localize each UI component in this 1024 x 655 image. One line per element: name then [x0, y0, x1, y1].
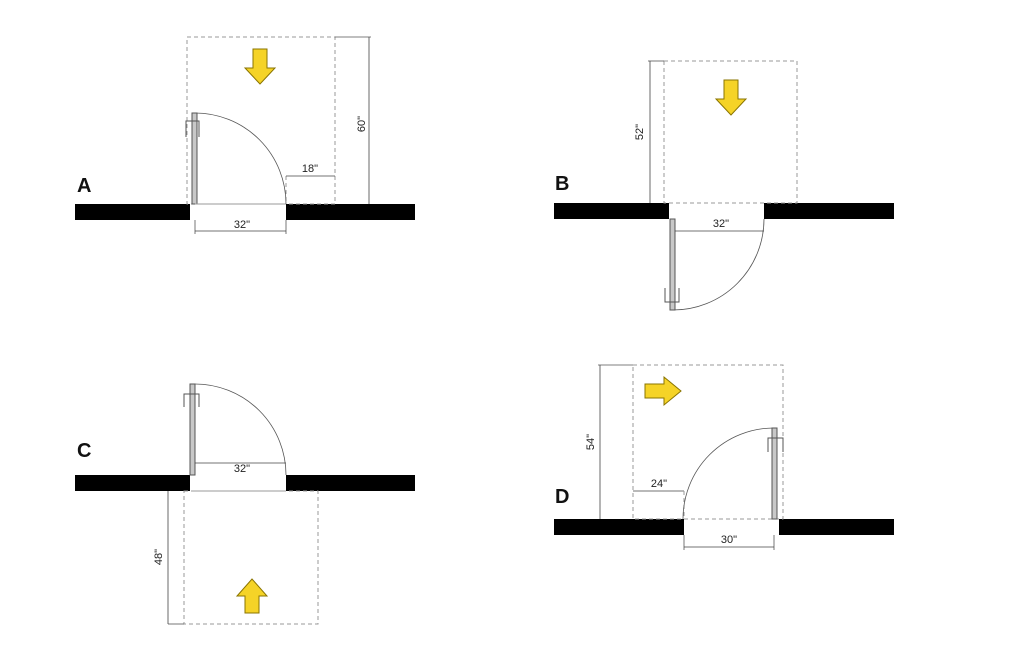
diagram-c-label: C [77, 440, 91, 462]
diagram-d-label: D [555, 486, 569, 508]
latch-label-d: 24" [651, 478, 667, 490]
door-leaf-c [189, 383, 196, 476]
diagram-a-label: A [77, 175, 91, 197]
width-label-d: 30" [721, 534, 737, 546]
diagram-b-label: B [555, 173, 569, 195]
wall-left-a [75, 204, 190, 220]
door-handle-b [664, 288, 680, 303]
door-leaf-d [771, 427, 778, 520]
door-swing-arc-c [194, 383, 287, 476]
wall-left-b [554, 203, 669, 219]
width-label-c: 32" [234, 463, 250, 475]
wall-left-d [554, 519, 684, 535]
door-leaf-b [669, 218, 676, 311]
wall-right-a [286, 204, 415, 220]
arrow-down-icon [243, 48, 277, 85]
door-swing-arc-b [672, 218, 765, 311]
latch-label-a: 18" [302, 163, 318, 175]
wall-right-c [286, 475, 415, 491]
arrow-down-icon [714, 79, 748, 116]
depth-label-a: 60" [356, 116, 368, 132]
width-label-b: 32" [713, 218, 729, 230]
arrow-right-icon [644, 375, 682, 407]
diagram-d: D 54" 24" 30" [554, 364, 894, 550]
door-handle-a [185, 120, 200, 137]
door-swing-arc-a [194, 112, 287, 205]
depth-label-d: 54" [585, 434, 597, 450]
clear-space-c [183, 490, 319, 625]
clear-space-b [663, 60, 798, 204]
wall-left-c [75, 475, 190, 491]
width-label-a: 32" [234, 219, 250, 231]
door-swing-arc-d [682, 427, 775, 520]
door-handle-d [767, 437, 784, 452]
wall-right-b [764, 203, 894, 219]
depth-label-b: 52" [634, 124, 646, 140]
door-handle-c [183, 393, 200, 407]
door-leaf-a [191, 112, 198, 205]
arrow-up-icon [235, 578, 269, 614]
diagram-a: A 60" 18" 32" [75, 36, 415, 234]
diagram-b: B 52" 32" [554, 60, 894, 311]
diagram-c: C 32" 48" [75, 383, 415, 625]
wall-right-d [779, 519, 894, 535]
depth-label-c: 48" [153, 549, 165, 565]
